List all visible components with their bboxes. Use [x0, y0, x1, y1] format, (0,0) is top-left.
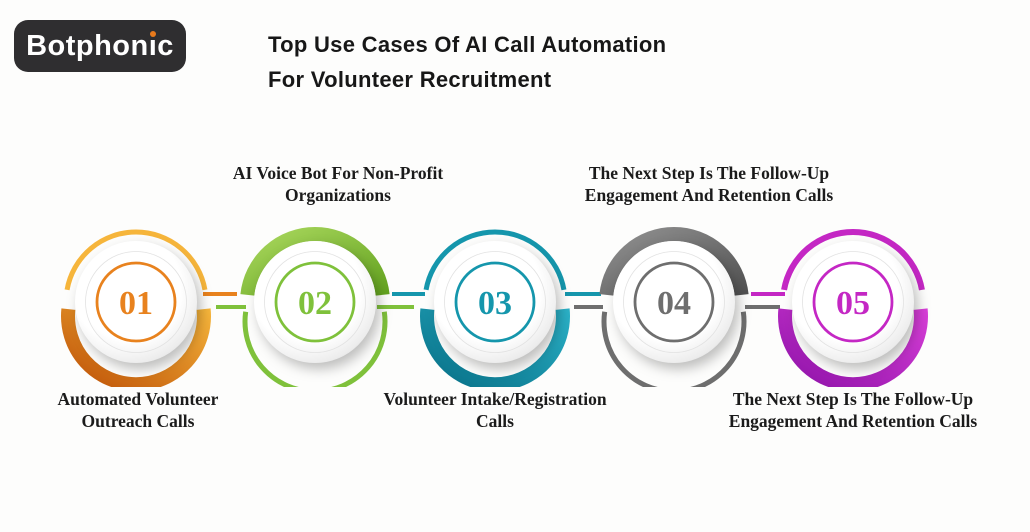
step-circle-2: 02: [240, 226, 390, 387]
number-ring: [812, 261, 894, 343]
step-number-3: 03: [478, 285, 512, 322]
connector-2-3-upper: [392, 292, 425, 296]
inner-disc: [444, 251, 546, 353]
step-circle-5: 05: [778, 229, 928, 387]
ring-arc-thick: [599, 226, 749, 296]
connector-3-4-lower: [574, 305, 603, 309]
connector-1-2-upper: [203, 292, 237, 296]
connector-1-2-lower: [216, 305, 246, 309]
page-title: Top Use Cases Of AI Call Automation For …: [268, 27, 666, 97]
page-title-line1: Top Use Cases Of AI Call Automation: [268, 32, 667, 57]
step-label-4: The Next Step Is The Follow-Up Engagemen…: [584, 163, 834, 205]
ring-arc-thick: [778, 308, 928, 387]
step-number-1: 01: [119, 285, 153, 322]
step-number-5: 05: [836, 285, 870, 322]
logo-i-dot-icon: [150, 30, 157, 37]
step-number-4: 04: [657, 285, 691, 322]
ring-arc-thin: [423, 229, 567, 291]
ring-arc-thin: [242, 311, 388, 387]
step-label-2: AI Voice Bot For Non-Profit Organization…: [232, 163, 444, 205]
number-ring: [633, 261, 715, 343]
page-title-line2: For Volunteer Recruitment: [268, 67, 552, 92]
step-number-2: 02: [298, 285, 332, 322]
ring-arc-thick: [61, 308, 211, 387]
step-label-3: Volunteer Intake/Registration Calls: [383, 389, 607, 431]
connector-4-5-upper: [751, 292, 785, 296]
inner-disc: [85, 251, 187, 353]
inner-disc: [623, 251, 725, 353]
number-ring: [95, 261, 177, 343]
connector-4-5-lower: [745, 305, 780, 309]
ring-arc-thick: [420, 308, 570, 387]
connector-2-3-lower: [377, 305, 414, 309]
step-label-1: Automated Volunteer Outreach Calls: [57, 389, 219, 431]
number-ring: [454, 261, 536, 343]
number-ring: [274, 261, 356, 343]
connector-3-4-upper: [565, 292, 601, 296]
step-circle-3: 03: [420, 229, 570, 387]
ring-arc-thin: [64, 229, 208, 291]
ring-arc-thin: [601, 311, 747, 387]
step-label-5: The Next Step Is The Follow-Up Engagemen…: [728, 389, 978, 431]
ring-arc-thick: [240, 226, 390, 296]
ring-arc-thin: [781, 229, 925, 291]
step-circle-1: 01: [61, 229, 211, 387]
inner-disc: [264, 251, 366, 353]
inner-disc: [802, 251, 904, 353]
step-circle-4: 04: [599, 226, 749, 387]
